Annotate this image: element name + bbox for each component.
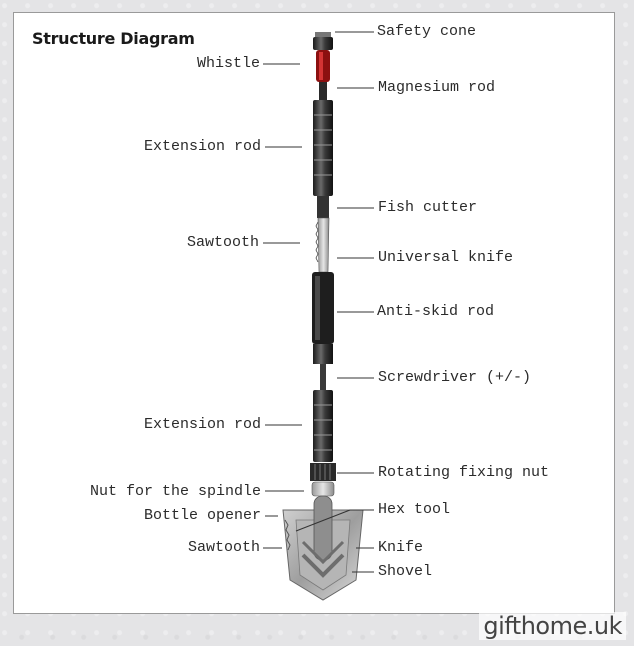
rotating-nut-part bbox=[310, 463, 336, 481]
fish-cutter-part bbox=[317, 196, 329, 218]
label-bottle-opener: Bottle opener bbox=[143, 507, 261, 524]
label-hex-tool: Hex tool bbox=[378, 501, 451, 518]
label-sawtooth-1: Sawtooth bbox=[186, 234, 259, 251]
label-magnesium-rod: Magnesium rod bbox=[378, 79, 496, 96]
label-universal-knife: Universal knife bbox=[378, 249, 514, 266]
magnesium-rod-part bbox=[319, 82, 327, 102]
label-extension-rod-1: Extension rod bbox=[143, 138, 261, 155]
label-knife: Knife bbox=[378, 539, 424, 556]
watermark: gifthome.uk bbox=[479, 612, 626, 640]
label-fish-cutter: Fish cutter bbox=[378, 199, 478, 216]
spindle-nut-part bbox=[311, 481, 335, 497]
shovel-part bbox=[282, 495, 364, 601]
label-rotating-fixing-nut: Rotating fixing nut bbox=[378, 464, 550, 481]
safety-cone-part bbox=[313, 32, 333, 50]
label-sawtooth-2: Sawtooth bbox=[187, 539, 260, 556]
extension-rod-1-part bbox=[313, 100, 333, 196]
universal-knife-part bbox=[315, 217, 330, 273]
label-whistle: Whistle bbox=[196, 55, 260, 72]
label-nut-for-spindle: Nut for the spindle bbox=[89, 483, 261, 500]
label-extension-rod-2: Extension rod bbox=[143, 416, 261, 433]
screwdriver-part bbox=[320, 364, 326, 390]
extension-rod-2-part bbox=[313, 390, 333, 462]
diagram-title: Structure Diagram bbox=[32, 29, 195, 48]
label-anti-skid-rod: Anti-skid rod bbox=[377, 303, 495, 320]
label-shovel: Shovel bbox=[378, 563, 433, 580]
label-screwdriver: Screwdriver (+/-) bbox=[378, 369, 532, 386]
whistle-part bbox=[316, 50, 330, 82]
leader-lines bbox=[263, 31, 374, 573]
label-safety-cone: Safety cone bbox=[377, 23, 477, 40]
anti-skid-rod-part bbox=[312, 272, 334, 364]
